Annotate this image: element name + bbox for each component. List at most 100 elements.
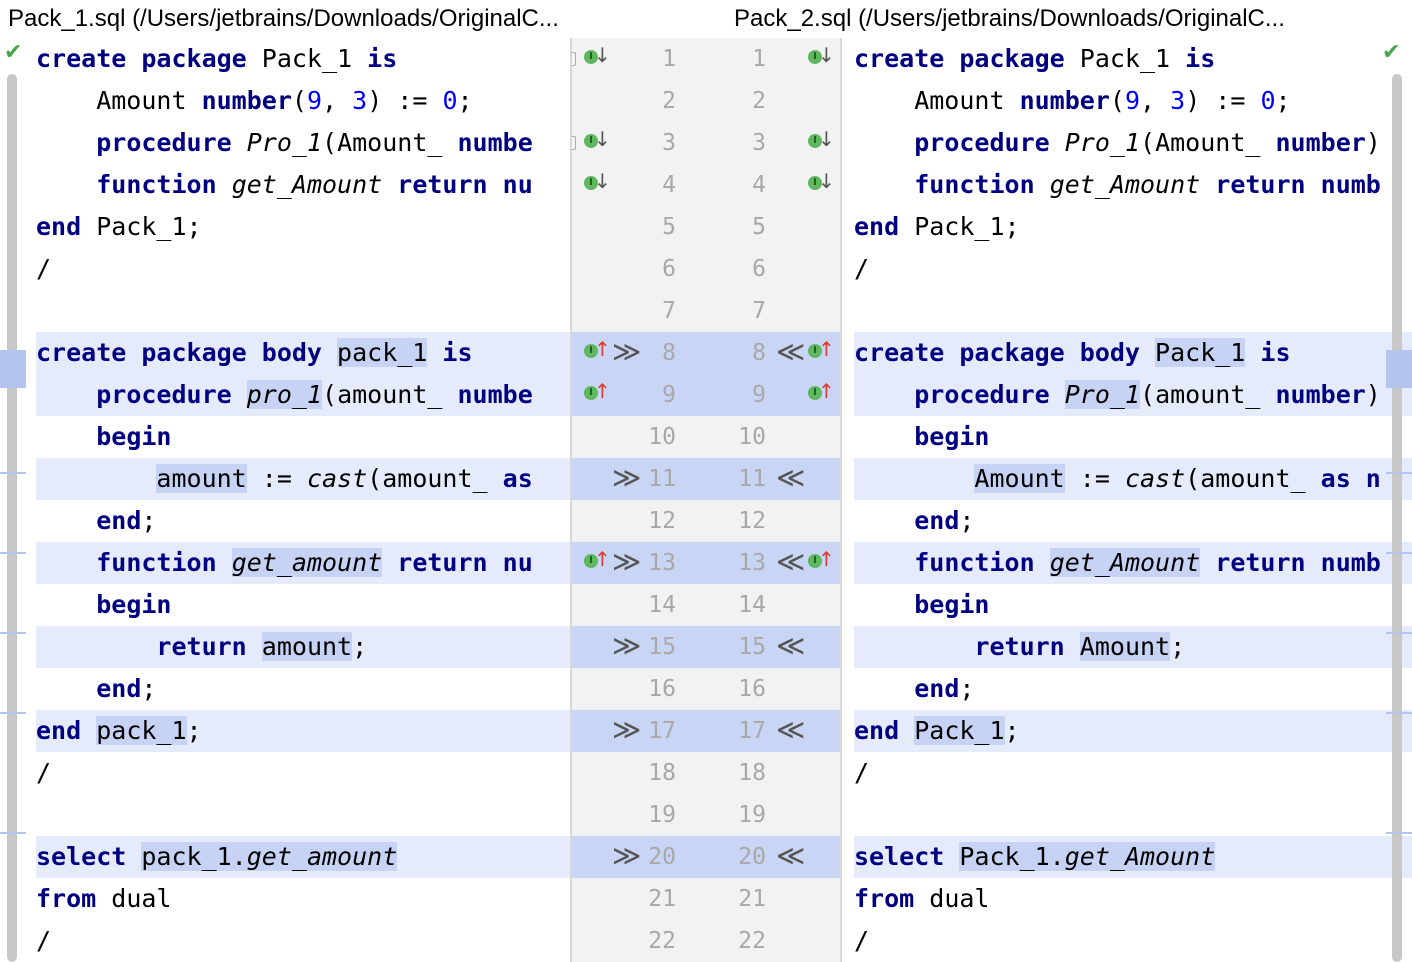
code-line: end;: [914, 674, 975, 703]
code-line-changed: procedure pro_1(amount_ numbe: [36, 374, 570, 416]
line-number-right: 2: [752, 88, 766, 114]
line-number-left: 22: [648, 928, 676, 954]
right-code[interactable]: create package Pack_1 is Amount number(9…: [854, 38, 1412, 962]
fold-icon[interactable]: [572, 136, 576, 150]
line-number-right: 13: [738, 550, 766, 576]
line-number-right: 18: [738, 760, 766, 786]
gutter-row: 21 21: [572, 878, 840, 920]
implementation-icon[interactable]: I: [808, 554, 822, 568]
change-marker: [0, 552, 26, 554]
code-line: /: [854, 926, 870, 955]
apply-right-button[interactable]: ≪: [776, 713, 806, 746]
apply-left-button[interactable]: ≫: [612, 335, 642, 368]
implementation-icon[interactable]: I: [808, 134, 822, 148]
implementation-icon[interactable]: I: [584, 134, 598, 148]
code-line: /: [854, 254, 870, 283]
change-marker: [1386, 832, 1412, 834]
change-marker: [0, 712, 26, 714]
fold-icon[interactable]: [572, 52, 576, 66]
implementation-icon[interactable]: I: [808, 344, 822, 358]
line-number-left: 3: [662, 130, 676, 156]
line-number-right: 16: [738, 676, 766, 702]
code-line: end Pack_1;: [36, 212, 202, 241]
apply-left-button[interactable]: ≫: [612, 713, 642, 746]
line-number-right: 22: [738, 928, 766, 954]
gutter-row: 22 22: [572, 920, 840, 962]
apply-right-button[interactable]: ≪: [776, 839, 806, 872]
line-number-left: 13: [648, 550, 676, 576]
line-number-right: 10: [738, 424, 766, 450]
gutter-row: I ↓ 1 1 I ↓: [572, 38, 840, 80]
code-line: end Pack_1;: [854, 212, 1020, 241]
apply-left-button[interactable]: ≫: [612, 545, 642, 578]
line-number-left: 11: [648, 466, 676, 492]
code-line: [36, 794, 570, 836]
apply-left-button[interactable]: ≫: [612, 839, 642, 872]
code-line: /: [36, 926, 52, 955]
line-number-right: 7: [752, 298, 766, 324]
implementation-icon[interactable]: I: [584, 386, 598, 400]
change-marker: [0, 350, 26, 388]
line-number-right: 3: [752, 130, 766, 156]
arrow-up-icon: ↑: [594, 547, 611, 571]
line-number-right: 6: [752, 256, 766, 282]
arrow-down-icon: ↓: [818, 169, 835, 193]
arrow-up-icon: ↑: [594, 379, 611, 403]
change-marker: [1386, 552, 1412, 554]
code-line-changed: select pack_1.get_amount: [36, 836, 570, 878]
line-number-right: 5: [752, 214, 766, 240]
line-number-right: 21: [738, 886, 766, 912]
code-line: /: [36, 758, 52, 787]
apply-left-button[interactable]: ≫: [612, 629, 642, 662]
right-editor[interactable]: create package Pack_1 is Amount number(9…: [842, 38, 1412, 962]
right-scrollbar[interactable]: [1392, 74, 1402, 962]
line-number-left: 21: [648, 886, 676, 912]
line-number-left: 17: [648, 718, 676, 744]
implementation-icon[interactable]: I: [584, 344, 598, 358]
change-marker: [1386, 712, 1412, 714]
left-code[interactable]: create package Pack_1 is Amount number(9…: [36, 38, 570, 962]
apply-right-button[interactable]: ≪: [776, 335, 806, 368]
apply-right-button[interactable]: ≪: [776, 545, 806, 578]
line-number-left: 4: [662, 172, 676, 198]
change-marker: [0, 632, 26, 634]
code-line: begin: [96, 590, 172, 619]
gutter-row-changed: ≫ 17 17 ≪: [572, 710, 840, 752]
implementation-icon[interactable]: I: [584, 50, 598, 64]
apply-left-button[interactable]: ≫: [612, 461, 642, 494]
gutter-row-changed: ≫ 15 15 ≪: [572, 626, 840, 668]
gutter-row: I ↓ 3 3 I ↓: [572, 122, 840, 164]
code-line: [36, 290, 570, 332]
implementation-icon[interactable]: I: [808, 386, 822, 400]
line-number-left: 10: [648, 424, 676, 450]
gutter-row-changed: I ↑ 9 9 I ↑: [572, 374, 840, 416]
line-number-right: 17: [738, 718, 766, 744]
code-line-changed: end Pack_1;: [854, 710, 1412, 752]
code-line-changed: Amount := cast(amount_ as n: [854, 458, 1412, 500]
implementation-icon[interactable]: I: [808, 50, 822, 64]
gutter-row: 12 12: [572, 500, 840, 542]
code-line: [854, 794, 1412, 836]
implementation-icon[interactable]: I: [584, 554, 598, 568]
gutter-row: 18 18: [572, 752, 840, 794]
gutter-row: 7 7: [572, 290, 840, 332]
code-line-changed: function get_amount return nu: [36, 542, 570, 584]
code-line: /: [854, 758, 870, 787]
left-editor[interactable]: ✔ create package Pack_1 is Amount number…: [0, 38, 570, 962]
line-number-right: 11: [738, 466, 766, 492]
implementation-icon[interactable]: I: [808, 176, 822, 190]
left-scrollbar[interactable]: [7, 74, 17, 962]
change-marker: [1386, 350, 1412, 388]
code-line-changed: select Pack_1.get_Amount: [854, 836, 1412, 878]
apply-right-button[interactable]: ≪: [776, 629, 806, 662]
line-number-right: 19: [738, 802, 766, 828]
implementation-icon[interactable]: I: [584, 176, 598, 190]
arrow-up-icon: ↑: [818, 337, 835, 361]
gutter-row-changed: ≫ 11 11 ≪: [572, 458, 840, 500]
title-bar: Pack_1.sql (/Users/jetbrains/Downloads/O…: [0, 0, 1412, 38]
line-number-left: 9: [662, 382, 676, 408]
arrow-down-icon: ↓: [818, 127, 835, 151]
line-number-left: 14: [648, 592, 676, 618]
apply-right-button[interactable]: ≪: [776, 461, 806, 494]
code-line: from dual: [36, 884, 172, 913]
